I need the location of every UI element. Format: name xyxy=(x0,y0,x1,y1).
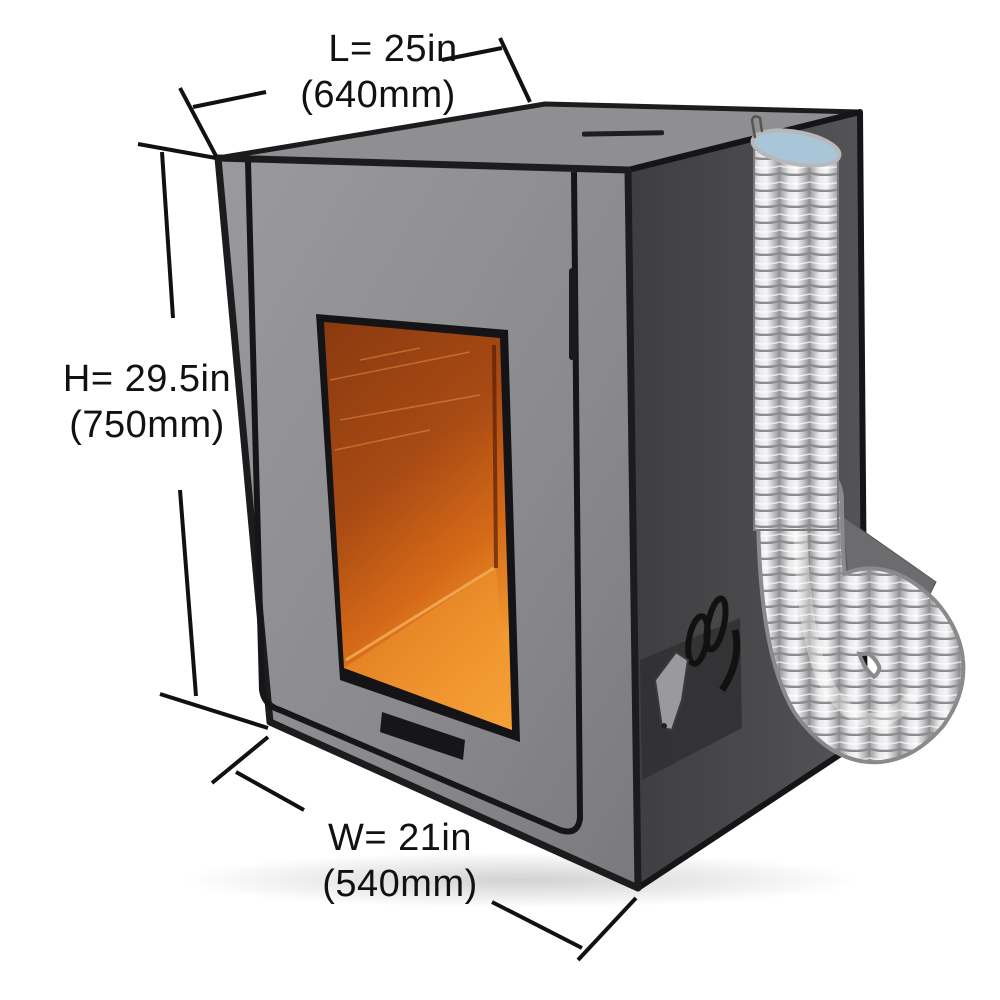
top-panel xyxy=(218,104,860,170)
width-tick-right xyxy=(576,896,638,962)
width-imperial: W= 21in xyxy=(328,817,472,859)
length-metric: (640mm) xyxy=(300,74,456,116)
width-dimension-label: W= 21in (540mm) xyxy=(300,815,500,907)
width-tick-left xyxy=(210,735,270,785)
height-tick-top xyxy=(137,142,217,160)
dimension-lines xyxy=(137,37,638,962)
side-tool-pocket xyxy=(640,595,742,780)
length-line-right xyxy=(441,46,503,62)
length-tick-right xyxy=(498,37,532,103)
hose-hook xyxy=(750,115,764,139)
height-dimension-label: H= 29.5in (750mm) xyxy=(52,356,242,448)
front-zipper-door[interactable] xyxy=(245,161,583,835)
length-imperial: L= 25in xyxy=(328,28,458,70)
duct-hose xyxy=(750,115,966,765)
ground-shadow xyxy=(180,852,860,908)
top-handle-slot xyxy=(582,130,665,137)
scissors-icon xyxy=(685,595,741,692)
height-line-bottom xyxy=(178,489,198,697)
length-line-left xyxy=(192,90,267,109)
width-line-left xyxy=(235,770,305,812)
front-bottom-tab[interactable] xyxy=(380,712,465,760)
length-tick-left xyxy=(178,87,218,157)
length-dimension-label: L= 25in (640mm) xyxy=(268,26,488,118)
height-metric: (750mm) xyxy=(69,404,225,446)
height-imperial: H= 29.5in xyxy=(62,358,232,400)
height-line-top xyxy=(160,151,175,319)
hose-opening xyxy=(750,128,842,168)
zipper-pull[interactable] xyxy=(569,268,577,360)
width-metric: (540mm) xyxy=(322,863,478,905)
viewing-window xyxy=(316,314,520,742)
width-line-right xyxy=(491,900,583,950)
height-tick-bottom xyxy=(159,692,269,730)
pliers-icon xyxy=(653,650,690,732)
